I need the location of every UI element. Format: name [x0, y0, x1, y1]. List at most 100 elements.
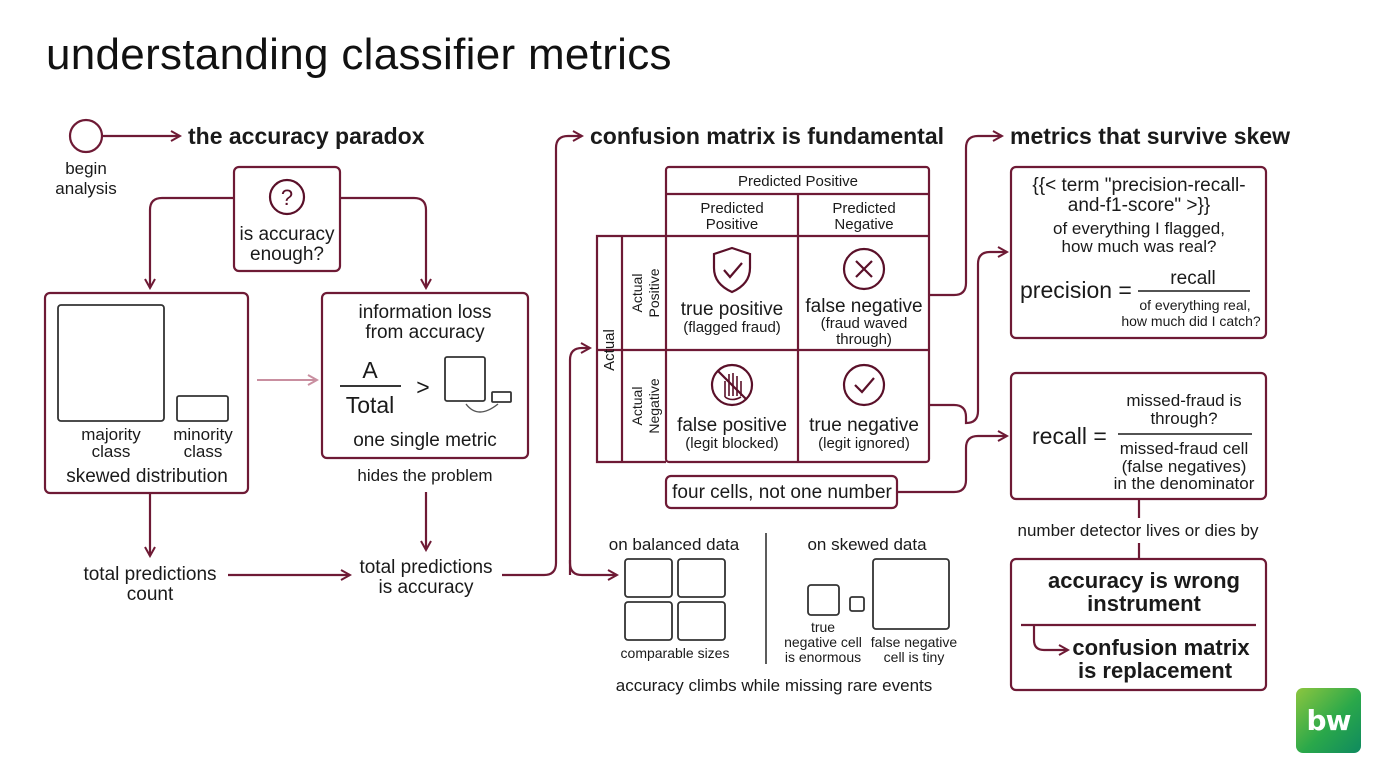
- question-icon: ?: [268, 178, 306, 216]
- svg-text:?: ?: [281, 185, 293, 210]
- precision-numerator: recall: [1170, 268, 1215, 289]
- actual-label: Actual: [601, 329, 618, 371]
- fraction-numerator: A: [362, 357, 378, 383]
- start-label-line2: analysis: [55, 179, 116, 198]
- tn-note-line1: true: [811, 619, 835, 635]
- total-count-line1: total predictions: [83, 564, 216, 585]
- row2-line2: Negative: [646, 378, 662, 433]
- arrow-decision-to-info: [340, 196, 426, 288]
- fraction-denominator: Total: [346, 392, 395, 418]
- total-acc-line2: is accuracy: [378, 577, 474, 598]
- small-metric-rect: [491, 391, 512, 403]
- info-title-line2: from accuracy: [365, 322, 485, 343]
- shield-check-icon: [712, 246, 752, 294]
- term-line1: {{< term "precision-recall-: [1032, 175, 1245, 196]
- precision-lhs: precision =: [1020, 277, 1132, 303]
- decision-box: [232, 165, 342, 273]
- recall-num-line2: through?: [1150, 409, 1217, 428]
- paradox-heading: the accuracy paradox: [188, 123, 425, 149]
- col2-line1: Predicted: [832, 200, 895, 217]
- info-caption: one single metric: [353, 430, 497, 451]
- precision-den-line1: of everything real,: [1139, 297, 1250, 313]
- skewed-fn-square: [849, 596, 865, 612]
- conclusion-line4: is replacement: [1078, 658, 1233, 683]
- matrix-top-header: Predicted Positive: [738, 173, 858, 190]
- recall-below: number detector lives or dies by: [1018, 521, 1259, 540]
- single-metric-square: [444, 356, 486, 402]
- brand-logo: bw: [1296, 688, 1361, 753]
- fn-sub2: through): [836, 331, 892, 348]
- balanced-label: on balanced data: [609, 535, 740, 554]
- precision-den-line2: how much did I catch?: [1121, 313, 1261, 329]
- balanced-cell-2: [677, 558, 726, 598]
- fp-label: false positive: [677, 415, 787, 436]
- survive-heading: metrics that survive skew: [1010, 123, 1290, 149]
- col1-line2: Positive: [706, 216, 759, 233]
- precision-q-line2: how much was real?: [1062, 237, 1217, 256]
- skew-caption: skewed distribution: [66, 466, 228, 487]
- fn-sub1: (fraud waved: [821, 315, 908, 332]
- summary-text: four cells, not one number: [672, 482, 892, 503]
- fn-note-line2: cell is tiny: [884, 649, 945, 665]
- balanced-cell-1: [624, 558, 673, 598]
- start-label-line1: begin: [65, 159, 107, 178]
- info-title-line1: information loss: [358, 302, 491, 323]
- balanced-caption: comparable sizes: [621, 645, 730, 661]
- minority-line2: class: [184, 442, 223, 461]
- check-circle-icon: [842, 363, 886, 407]
- arrow-to-matrix-actual: [568, 348, 590, 575]
- row1-line2: Positive: [646, 268, 662, 317]
- recall-lhs: recall =: [1032, 423, 1107, 449]
- term-line2: and-f1-score" >}}: [1068, 195, 1210, 216]
- col1-line1: Predicted: [700, 200, 763, 217]
- precision-q-line1: of everything I flagged,: [1053, 219, 1225, 238]
- conclusion-line3: confusion matrix: [1072, 635, 1250, 660]
- squeeze-curve: [465, 403, 499, 413]
- blocked-hand-icon: [710, 363, 754, 407]
- tp-label: true positive: [681, 299, 783, 320]
- row1-line1: Actual: [629, 274, 645, 313]
- greater-than-sign: >: [416, 374, 429, 400]
- decision-line1: is accuracy: [239, 224, 335, 245]
- tn-label: true negative: [809, 415, 919, 436]
- info-below: hides the problem: [357, 466, 492, 485]
- confusion-matrix: [595, 165, 931, 464]
- conclusion-line2: instrument: [1087, 591, 1201, 616]
- comparison-footer: accuracy climbs while missing rare event…: [616, 676, 933, 695]
- start-node: [68, 118, 104, 154]
- precision-box: [1009, 165, 1268, 340]
- recall-num-line1: missed-fraud is: [1126, 391, 1241, 410]
- total-acc-line1: total predictions: [359, 557, 492, 578]
- skewed-large-square: [872, 558, 950, 630]
- brand-logo-text: bw: [1306, 704, 1352, 737]
- majority-line1: majority: [81, 425, 141, 444]
- tn-note-line3: is enormous: [785, 649, 861, 665]
- total-count-line2: count: [127, 584, 174, 605]
- arrow-matrix-to-survive: [929, 136, 1002, 297]
- arrow-accuracy-to-confusion: [502, 136, 582, 577]
- majority-line2: class: [92, 442, 131, 461]
- page-title: understanding classifier metrics: [46, 30, 672, 79]
- minority-line1: minority: [173, 425, 233, 444]
- tn-sub1: (legit ignored): [818, 435, 910, 452]
- skewed-label: on skewed data: [807, 535, 927, 554]
- recall-den-line1: missed-fraud cell: [1120, 439, 1249, 458]
- conclusion-arrow: [1032, 626, 1068, 650]
- majority-class-rect: [57, 304, 165, 422]
- fn-note-line1: false negative: [871, 634, 958, 650]
- arrow-decision-to-skew: [150, 196, 234, 288]
- x-circle-icon: [842, 247, 886, 291]
- balanced-cell-4: [677, 601, 726, 641]
- fp-sub1: (legit blocked): [685, 435, 778, 452]
- decision-line2: enough?: [250, 244, 324, 265]
- balanced-cell-3: [624, 601, 673, 641]
- skewed-tn-square: [807, 584, 840, 616]
- confusion-heading: confusion matrix is fundamental: [590, 123, 944, 149]
- minority-class-rect: [176, 395, 229, 422]
- arrow-summary-to-recall: [897, 436, 1007, 494]
- info-loss-box: [320, 291, 530, 460]
- conclusion-line1: accuracy is wrong: [1048, 568, 1240, 593]
- fn-label: false negative: [805, 296, 922, 317]
